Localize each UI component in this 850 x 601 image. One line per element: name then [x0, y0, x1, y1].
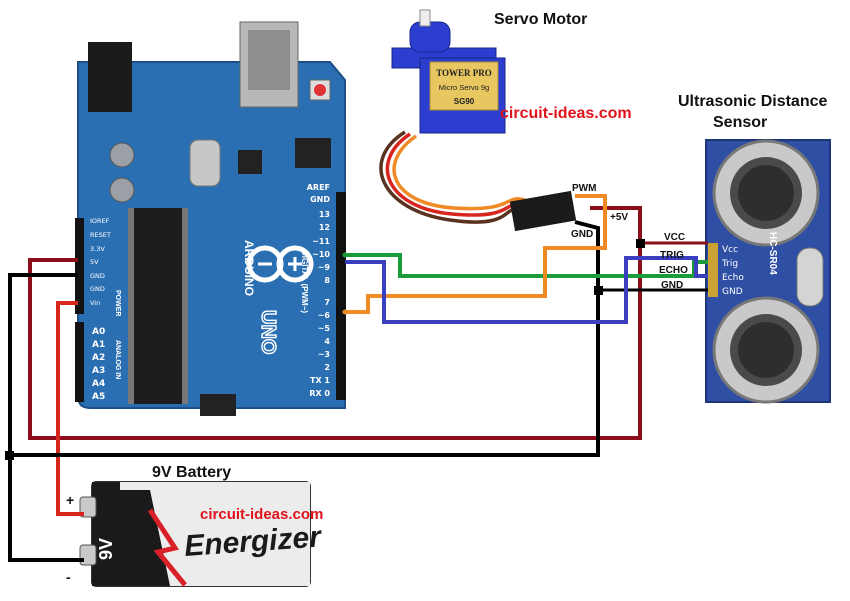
- servo-cable-red: [385, 132, 526, 217]
- energizer-bolt: [147, 508, 187, 587]
- pin-label-a3: A3: [92, 366, 105, 376]
- wire-gnd-servo: [10, 220, 600, 457]
- pin-label-a0: A0: [92, 327, 105, 337]
- pin-label-13: 13: [319, 210, 330, 219]
- label-echo: ECHO: [659, 265, 688, 276]
- title-servo: Servo Motor: [494, 11, 587, 28]
- pin-label-12: 12: [319, 223, 330, 232]
- pin-label-10: ~10: [312, 250, 330, 259]
- power-header: [75, 218, 84, 314]
- wire-pwm: [345, 194, 607, 314]
- sensor-pin-vcc: Vcc: [722, 245, 738, 255]
- pin-label-2: 2: [324, 363, 330, 372]
- arduino-uno-board: ARDUINO UNO DIGITAL (PWM~) POWER ANALOG …: [75, 21, 346, 416]
- ultrasonic-sensor: Vcc Trig Echo GND HC-SR04: [705, 139, 831, 404]
- label-trig: TRIG: [660, 250, 684, 261]
- title-sensor-line2: Sensor: [713, 114, 767, 131]
- analog-pin-labels: A0 A1 A2 A3 A4 A5: [92, 327, 105, 402]
- watermark-top: circuit-ideas.com: [500, 105, 632, 122]
- servo-motor: TOWER PRO Micro Servo 9g SG90: [379, 9, 577, 232]
- pin-label-3v3: 3.3V: [90, 245, 105, 253]
- pin-label-reset: RESET: [90, 231, 111, 239]
- pin-label-a4: A4: [92, 379, 105, 389]
- label-servo-gnd: GND: [571, 229, 593, 240]
- analog-label: ANALOG IN: [114, 340, 121, 379]
- battery-minus-sign: -: [66, 569, 71, 585]
- arduino-model: UNO: [257, 310, 279, 354]
- digital-header: [336, 192, 346, 400]
- pin-label-rx: RX 0: [309, 389, 330, 398]
- pin-label-7: 7: [324, 298, 330, 307]
- title-sensor-line1: Ultrasonic Distance: [678, 93, 827, 110]
- pin-label-5: ~5: [318, 324, 331, 333]
- pin-label-gnd1: GND: [90, 272, 105, 280]
- pin-label-ioref: IOREF: [90, 217, 110, 225]
- digital-label: DIGITAL (PWM~): [300, 250, 309, 313]
- power-label: POWER: [114, 290, 121, 316]
- servo-horn: [419, 9, 431, 27]
- junction-gnd-left: [5, 451, 14, 460]
- capacitor: [109, 177, 135, 203]
- pin-label-a5: A5: [92, 392, 105, 402]
- pin-label-a1: A1: [92, 340, 105, 350]
- sensor-model: HC-SR04: [767, 232, 778, 275]
- arduino-logo: [246, 245, 314, 283]
- pin-label-3: ~3: [318, 350, 330, 359]
- servo-brand: TOWER PRO: [436, 68, 492, 78]
- pin-label-gnd2: GND: [90, 285, 105, 293]
- junction-gnd: [594, 286, 603, 295]
- power-pin-labels: IOREF RESET 3.3V 5V GND GND Vin: [90, 217, 111, 307]
- pin-label-vin: Vin: [90, 299, 100, 307]
- servo-connector: [509, 190, 577, 232]
- crystal: [189, 139, 221, 187]
- sensor-crystal: [796, 247, 824, 307]
- pin-label-tx: TX 1: [310, 376, 330, 385]
- servo-cable-brown: [379, 130, 526, 224]
- pin-label-6: ~6: [318, 311, 331, 320]
- pin-label-9: ~9: [318, 263, 331, 272]
- label-vcc: VCC: [664, 232, 685, 243]
- label-sensor-gnd: GND: [661, 280, 683, 291]
- digital-pin-labels: AREF GND 13 12 ~11 ~10 ~9 8 7 ~6 ~5 4 ~3…: [307, 183, 331, 398]
- dc-jack: [88, 42, 132, 112]
- reset-button: [314, 84, 326, 96]
- wire-gnd-battery: [8, 273, 84, 562]
- sensor-pin-gnd: GND: [722, 287, 743, 297]
- pin-label-8: 8: [324, 276, 330, 285]
- pin-label-gnd-d: GND: [310, 195, 330, 204]
- battery-9v: 9V Energizer + -: [66, 481, 324, 587]
- icsp-header: [295, 138, 331, 168]
- title-battery: 9V Battery: [152, 464, 231, 481]
- wire-vin-battery: [56, 301, 84, 516]
- pin-label-5v: 5V: [90, 258, 99, 266]
- label-plus5v: +5V: [610, 212, 628, 223]
- analog-header: [75, 322, 84, 402]
- atmega-chip: [134, 208, 182, 404]
- pin-label-11: ~11: [312, 237, 330, 246]
- capacitor: [109, 142, 135, 168]
- sensor-pin-echo: Echo: [722, 273, 744, 283]
- pin-label-4: 4: [324, 337, 330, 346]
- pin-label-a2: A2: [92, 353, 105, 363]
- wire-echo: [345, 256, 708, 324]
- arduino-name: ARDUINO: [242, 240, 256, 296]
- pin-label-aref: AREF: [307, 183, 330, 192]
- watermark-bottom: circuit-ideas.com: [200, 506, 323, 523]
- servo-label: [429, 61, 499, 111]
- wire-5v: [28, 206, 642, 440]
- battery-voltage: 9V: [96, 538, 116, 560]
- sensor-pin-header: [708, 243, 718, 297]
- sensor-pin-trig: Trig: [721, 259, 738, 269]
- usb-chip: [238, 150, 262, 174]
- battery-plus-sign: +: [66, 492, 74, 508]
- label-pwm: PWM: [572, 183, 596, 194]
- servo-model: SG90: [454, 97, 475, 106]
- junction-5v: [636, 239, 645, 248]
- servo-cable-orange: [392, 134, 526, 211]
- servo-label-text: Micro Servo 9g: [439, 83, 489, 92]
